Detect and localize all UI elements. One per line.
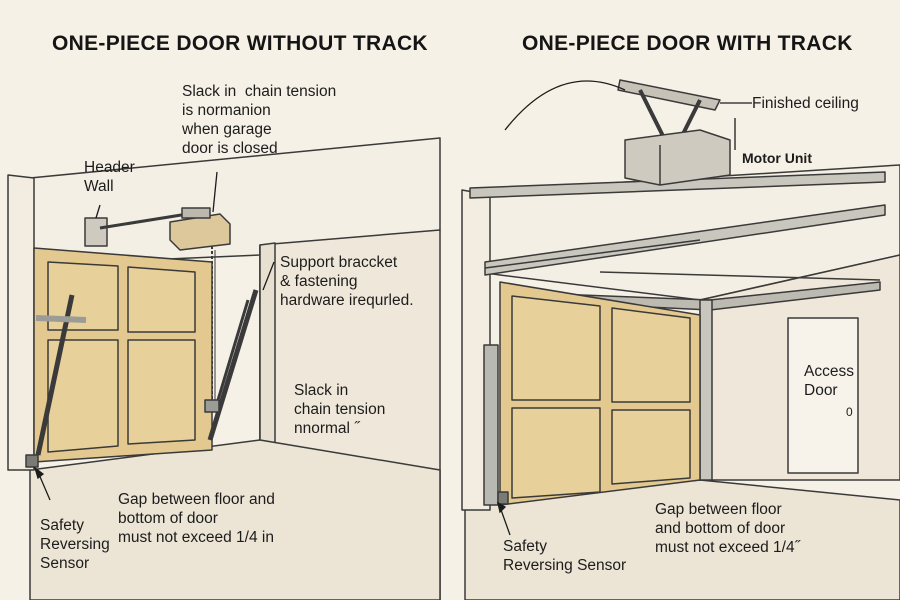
label-right-sensor: Safety Reversing Sensor: [503, 538, 627, 574]
label-access-door: Access Door: [804, 363, 854, 399]
vertical-track: [699, 299, 713, 481]
right-garage-scene: [461, 79, 900, 600]
horizontal-track: [484, 204, 886, 276]
title-left: ONE-PIECE DOOR WITHOUT TRACK: [52, 32, 428, 55]
access-door-knob: 0: [846, 405, 853, 419]
ceiling-rail: [469, 171, 886, 199]
left-garage-scene: [7, 137, 441, 600]
label-support-bracket: Support braccket & fastening hardware ir…: [280, 254, 414, 309]
label-slack-mid: Slack in chain tension nnormal ˝: [294, 382, 386, 437]
left-motor-unit: [169, 213, 231, 251]
left-side-post: [259, 242, 276, 461]
title-right: ONE-PIECE DOOR WITH TRACK: [522, 32, 853, 55]
access-door: [787, 317, 859, 474]
label-slack-top: Slack in chain tension is normanion when…: [182, 83, 337, 157]
left-callout-lines: [33, 171, 275, 501]
left-floor: [29, 439, 441, 600]
header-bracket: [84, 217, 108, 247]
label-finished-ceiling: Finished ceiling: [752, 95, 859, 112]
label-header-wall: Header Wall: [84, 159, 135, 195]
label-motor-unit: Motor Unit: [742, 150, 812, 166]
left-wall-post: [7, 174, 35, 471]
label-left-gap: Gap between floor and bottom of door mus…: [118, 491, 275, 546]
label-left-sensor: Safety Reversing Sensor: [40, 517, 110, 572]
right-callout-lines: [497, 80, 752, 536]
label-right-gap: Gap between floor and bottom of door mus…: [655, 501, 800, 556]
motor-mount: [617, 79, 721, 111]
motor-unit: [624, 129, 731, 186]
